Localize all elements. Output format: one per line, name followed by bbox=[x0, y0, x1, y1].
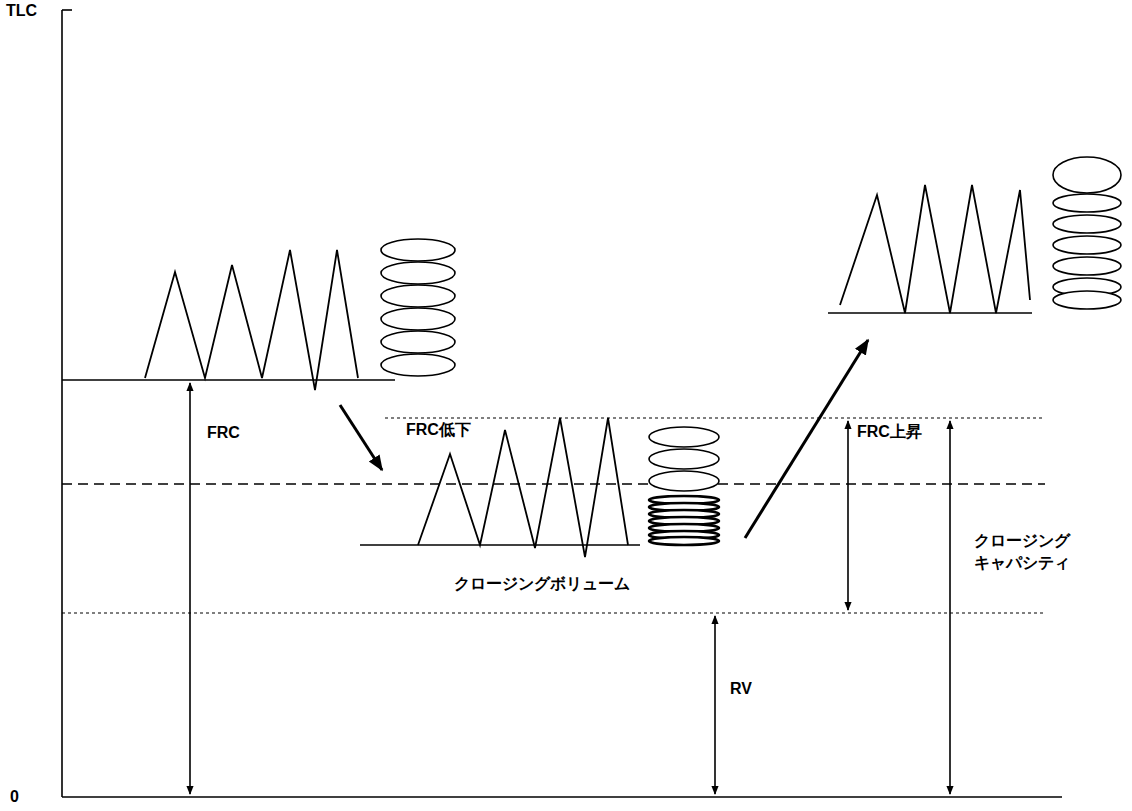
alveolus-spring bbox=[1053, 291, 1121, 309]
dimension-arrow bbox=[847, 421, 849, 610]
axis-tick bbox=[62, 9, 72, 11]
illustration bbox=[62, 10, 1121, 797]
reference-line bbox=[62, 612, 1045, 613]
alveolus-spring bbox=[1053, 236, 1121, 254]
alveolus-spring bbox=[1053, 194, 1121, 212]
axis-line bbox=[61, 10, 63, 797]
alveolus-spring bbox=[381, 354, 455, 376]
alveolus-spring bbox=[381, 239, 455, 261]
axis-line bbox=[62, 796, 1062, 798]
alveolus-spring bbox=[381, 285, 455, 307]
baseline bbox=[360, 544, 640, 546]
change-arrow bbox=[340, 405, 382, 470]
volume-label: クロージング キャパシティ bbox=[972, 530, 1082, 573]
alveolus-spring bbox=[1053, 257, 1121, 275]
alveolus-spring bbox=[381, 308, 455, 330]
alveolus-spring bbox=[1053, 215, 1121, 233]
alveolus-spring bbox=[381, 262, 455, 284]
baseline bbox=[828, 312, 1032, 314]
volume-label: RV bbox=[728, 680, 754, 698]
alveolus-spring bbox=[1053, 157, 1121, 193]
breathing-trace bbox=[145, 250, 358, 390]
alveolus-spring bbox=[649, 471, 719, 491]
reference-line bbox=[385, 417, 1045, 418]
collapsed-alveolus bbox=[649, 537, 719, 545]
volume-label: クロージングボリューム bbox=[452, 575, 632, 593]
dimension-arrow bbox=[189, 383, 191, 794]
volume-label: FRC bbox=[205, 424, 242, 442]
reference-line bbox=[62, 483, 1045, 484]
axis-label: 0 bbox=[8, 788, 21, 806]
alveolus-spring bbox=[649, 449, 719, 469]
alveolus-spring bbox=[381, 331, 455, 353]
axis-label: TLC bbox=[4, 2, 39, 20]
change-label: FRC上昇 bbox=[855, 423, 924, 441]
dimension-arrow bbox=[714, 616, 716, 794]
change-label: FRC低下 bbox=[404, 421, 473, 439]
breathing-trace bbox=[840, 185, 1030, 313]
alveolus-spring bbox=[649, 427, 719, 447]
baseline bbox=[62, 379, 395, 381]
change-arrow bbox=[745, 340, 868, 538]
dimension-arrow bbox=[949, 421, 951, 794]
